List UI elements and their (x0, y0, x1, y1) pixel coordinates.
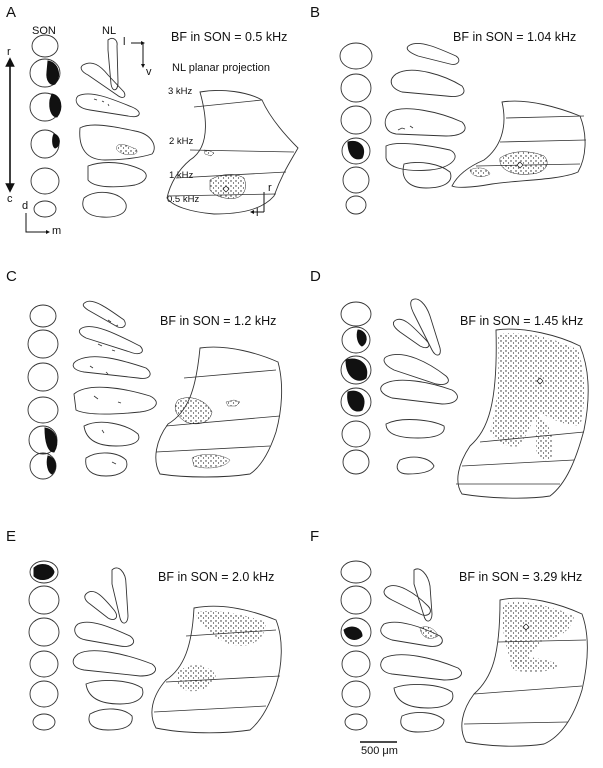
scale-bar-label: 500 μm (361, 745, 398, 757)
axis-m-label: m (52, 225, 62, 237)
axis-v-label: v (146, 66, 152, 78)
panel-f-son-sections (340, 560, 372, 731)
lv-axis-nl (131, 43, 143, 66)
freq-label-2khz: 2 kHz (169, 136, 194, 147)
axis-d-label: d (22, 200, 29, 212)
panel-d-son-sections (340, 301, 372, 475)
bf-title-b: BF in SON = 1.04 kHz (453, 30, 577, 44)
panel-letter-b: B (310, 4, 321, 21)
axis-r-label-proj: r (268, 182, 272, 194)
panel-letter-d: D (310, 268, 321, 285)
panel-letter-f: F (310, 528, 320, 545)
panel-e-son-sections (28, 560, 60, 731)
freq-label-3khz: 3 kHz (168, 86, 193, 97)
bf-title-a: BF in SON = 0.5 kHz (171, 30, 288, 44)
bf-title-c: BF in SON = 1.2 kHz (160, 314, 277, 328)
freq-label-05khz: 0.5 kHz (167, 194, 200, 205)
panel-a-nl-sections (75, 37, 155, 218)
panel-letter-e: E (6, 528, 17, 545)
panel-d-nl-sections (380, 298, 458, 475)
panel-d-planar-projection (456, 328, 589, 499)
panel-e-planar-projection (151, 605, 282, 734)
panel-b-nl-sections (384, 43, 466, 189)
axis-l-label-proj: l (256, 207, 259, 219)
panel-a-son-sections (29, 34, 62, 218)
panel-c-planar-projection (155, 346, 283, 478)
axis-l-label-nl: l (123, 36, 126, 48)
nl-planar-projection-label: NL planar projection (172, 62, 271, 74)
panel-c-son-sections (27, 304, 59, 480)
panel-letter-a: A (6, 4, 17, 21)
panel-b-son-sections (339, 42, 373, 215)
bf-title-e: BF in SON = 2.0 kHz (158, 570, 275, 584)
bf-title-d: BF in SON = 1.45 kHz (460, 314, 584, 328)
panel-f-planar-projection (461, 597, 588, 747)
panel-e-nl-sections (72, 567, 156, 731)
axis-r-label: r (7, 46, 11, 58)
son-label: SON (32, 25, 56, 37)
panel-letter-c: C (6, 268, 17, 285)
bf-title-f: BF in SON = 3.29 kHz (459, 570, 583, 584)
panel-b-planar-projection (451, 100, 587, 188)
panel-c-nl-sections (72, 300, 157, 477)
axis-c-label: c (7, 193, 13, 205)
panel-a-planar-projection (166, 90, 299, 215)
nl-label: NL (102, 25, 117, 37)
dm-axis (25, 213, 50, 234)
panel-f-nl-sections (380, 568, 462, 733)
rl-axis-proj (252, 192, 265, 212)
freq-label-1khz: 1 kHz (169, 170, 194, 181)
